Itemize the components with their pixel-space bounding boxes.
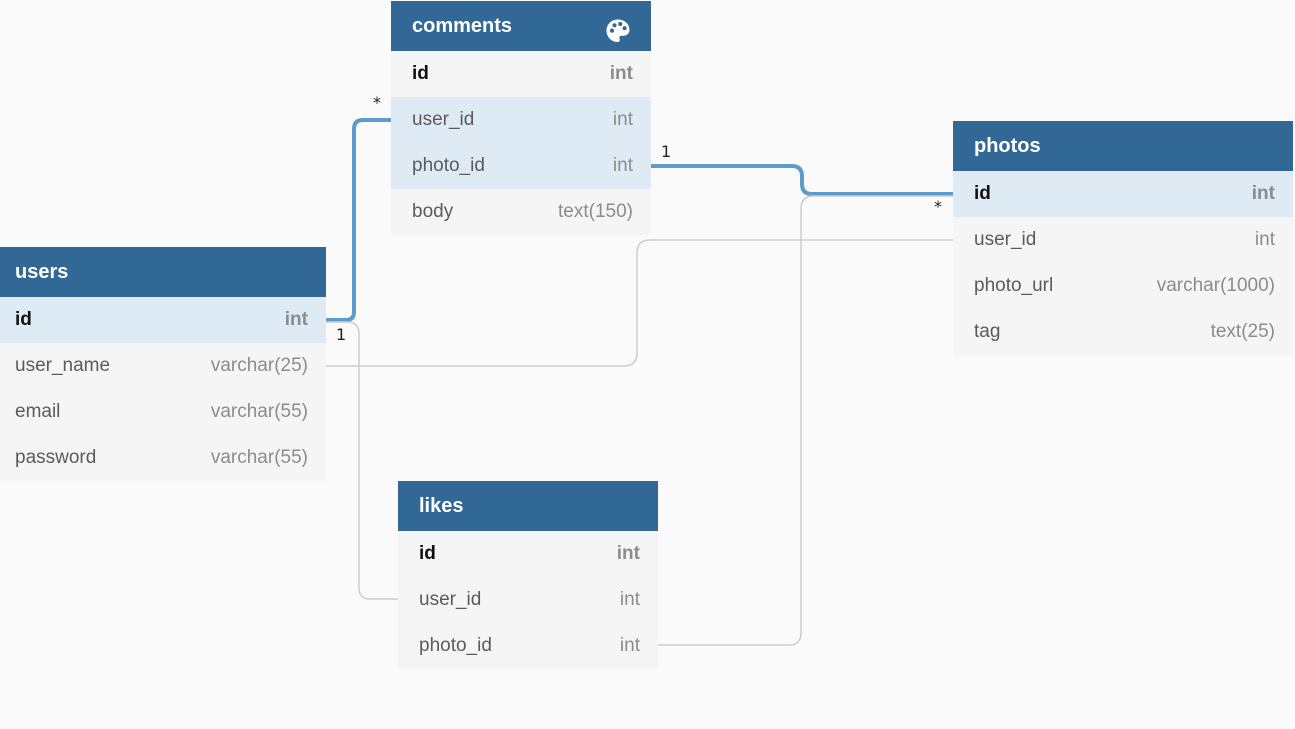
table-users[interactable]: users id int user_name varchar(25) email… — [0, 247, 326, 481]
cardinality-label: * — [373, 93, 381, 112]
table-comments[interactable]: comments id int user_id int photo_id int — [391, 1, 651, 235]
column-type: varchar(55) — [210, 401, 308, 422]
column-row[interactable]: id int — [398, 531, 658, 577]
cardinality-label: 1 — [336, 325, 347, 344]
column-row[interactable]: password varchar(55) — [0, 435, 326, 481]
column-name: email — [15, 401, 61, 422]
table-header[interactable]: likes — [398, 481, 658, 531]
column-name: user_id — [412, 109, 475, 130]
column-name: user_id — [974, 229, 1037, 250]
column-name: photo_id — [412, 155, 485, 176]
relation-likes-users[interactable] — [326, 321, 398, 600]
cardinality-label: 1 — [661, 142, 672, 161]
column-name: tag — [974, 321, 1001, 342]
column-type: int — [616, 543, 640, 564]
table-header[interactable]: comments — [391, 1, 651, 51]
column-row[interactable]: user_name varchar(25) — [0, 343, 326, 389]
column-name: photo_id — [419, 635, 492, 656]
column-type: int — [612, 155, 633, 176]
column-row[interactable]: id int — [391, 51, 651, 97]
column-type: text(150) — [558, 201, 633, 222]
column-name: id — [412, 63, 429, 84]
column-name: photo_url — [974, 275, 1054, 296]
column-row[interactable]: tag text(25) — [953, 309, 1293, 355]
column-type: int — [619, 635, 640, 656]
column-row[interactable]: user_id int — [391, 97, 651, 143]
column-row[interactable]: user_id int — [953, 217, 1293, 263]
column-row[interactable]: photo_url varchar(1000) — [953, 263, 1293, 309]
column-type: text(25) — [1210, 321, 1275, 342]
table-title: users — [15, 261, 69, 283]
relation-photos-users[interactable] — [326, 239, 953, 367]
column-row[interactable]: body text(150) — [391, 189, 651, 235]
column-name: user_name — [15, 355, 111, 376]
column-type: int — [612, 109, 633, 130]
table-photos[interactable]: photos id int user_id int photo_url varc… — [953, 121, 1293, 355]
table-title: comments — [412, 15, 513, 37]
table-header[interactable]: photos — [953, 121, 1293, 171]
column-row[interactable]: id int — [0, 297, 326, 343]
table-header[interactable]: users — [0, 247, 326, 297]
relation-likes-photos[interactable] — [658, 195, 953, 646]
column-type: varchar(25) — [210, 355, 308, 376]
column-row[interactable]: user_id int — [398, 577, 658, 623]
cardinality-label: * — [934, 197, 942, 216]
column-type: varchar(55) — [210, 447, 308, 468]
relation-comments-users[interactable] — [326, 118, 391, 322]
column-type: int — [1251, 183, 1275, 204]
table-likes[interactable]: likes id int user_id int photo_id int — [398, 481, 658, 669]
relation-comments-photos[interactable] — [651, 164, 953, 196]
column-name: id — [974, 183, 991, 204]
column-row[interactable]: email varchar(55) — [0, 389, 326, 435]
column-type: int — [1254, 229, 1275, 250]
column-name: body — [412, 201, 454, 222]
column-row[interactable]: photo_id int — [391, 143, 651, 189]
column-type: int — [609, 63, 633, 84]
column-name: password — [15, 447, 97, 468]
column-type: varchar(1000) — [1156, 275, 1275, 296]
table-title: photos — [974, 135, 1041, 157]
column-name: user_id — [419, 589, 482, 610]
column-row[interactable]: id int — [953, 171, 1293, 217]
column-row[interactable]: photo_id int — [398, 623, 658, 669]
column-type: int — [284, 309, 308, 330]
column-name: id — [15, 309, 32, 330]
table-title: likes — [419, 495, 464, 517]
palette-icon[interactable] — [605, 13, 631, 63]
column-type: int — [619, 589, 640, 610]
column-name: id — [419, 543, 436, 564]
